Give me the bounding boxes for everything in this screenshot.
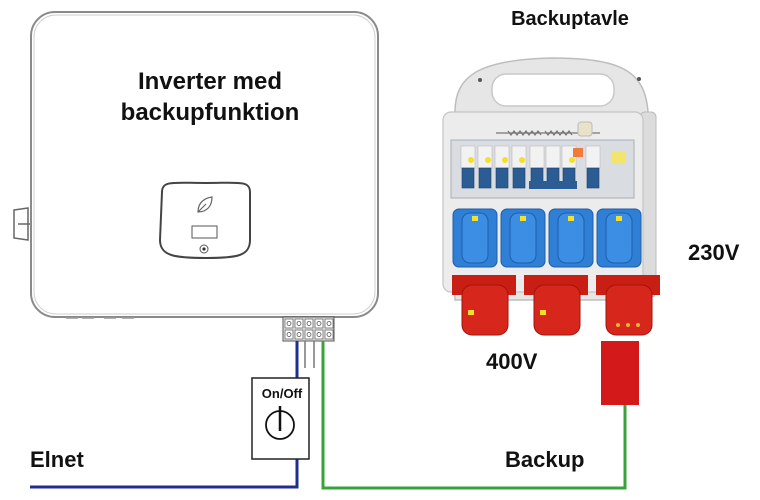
- on-off-switch[interactable]: [251, 377, 310, 460]
- breaker-label: [460, 145, 476, 169]
- breaker-bridge: [529, 181, 577, 189]
- breaker-label: [585, 145, 601, 169]
- leaf-icon: [197, 196, 213, 213]
- breaker-label: [545, 145, 561, 169]
- breaker-label: [477, 145, 493, 169]
- terminal: [294, 329, 304, 340]
- inlet-400v: [596, 275, 660, 336]
- label-grid: Elnet: [30, 447, 84, 472]
- terminal: [324, 318, 334, 329]
- backup-board: [442, 57, 660, 336]
- inverter-body: [30, 11, 379, 318]
- terminal: [304, 329, 314, 340]
- breaker-label: [494, 145, 510, 169]
- control-panel: [158, 181, 251, 260]
- terminal: [284, 329, 294, 340]
- socket-400v: [524, 275, 588, 336]
- backup-plug: [601, 341, 639, 405]
- terminal: [314, 318, 324, 329]
- backup-board-title: Backuptavle: [511, 8, 629, 30]
- backup-wire: [321, 341, 627, 490]
- socket-230v: [596, 208, 642, 268]
- inverter: [13, 11, 379, 342]
- label-400v: 400V: [486, 349, 538, 374]
- terminal-block: [282, 316, 335, 342]
- mounting-bracket: [13, 207, 30, 241]
- switch-label: On/Off: [261, 386, 303, 401]
- label-backup: Backup: [505, 447, 585, 472]
- inverter-title-line2: backupfunktion: [120, 99, 300, 126]
- terminal: [284, 318, 294, 329]
- socket-230v: [548, 208, 594, 268]
- breaker: [495, 167, 509, 189]
- grid-wire: [30, 341, 299, 489]
- breaker: [512, 167, 526, 189]
- inverter-title-line1: Inverter med: [137, 68, 283, 95]
- terminal: [314, 329, 324, 340]
- terminal: [304, 318, 314, 329]
- breaker-label: [529, 145, 545, 169]
- breaker: [478, 167, 492, 189]
- terminal-leads: [304, 341, 315, 368]
- socket-230v: [452, 208, 498, 268]
- display-screen: [191, 225, 218, 239]
- label-230v: 230V: [688, 240, 740, 265]
- terminal: [294, 318, 304, 329]
- breaker-label: [511, 145, 527, 169]
- socket-400v: [452, 275, 516, 336]
- inverter-title: Inverter med backupfunktion: [0, 66, 420, 128]
- terminal: [324, 329, 334, 340]
- breaker: [461, 167, 475, 189]
- socket-230v: [500, 208, 546, 268]
- breaker: [586, 167, 600, 189]
